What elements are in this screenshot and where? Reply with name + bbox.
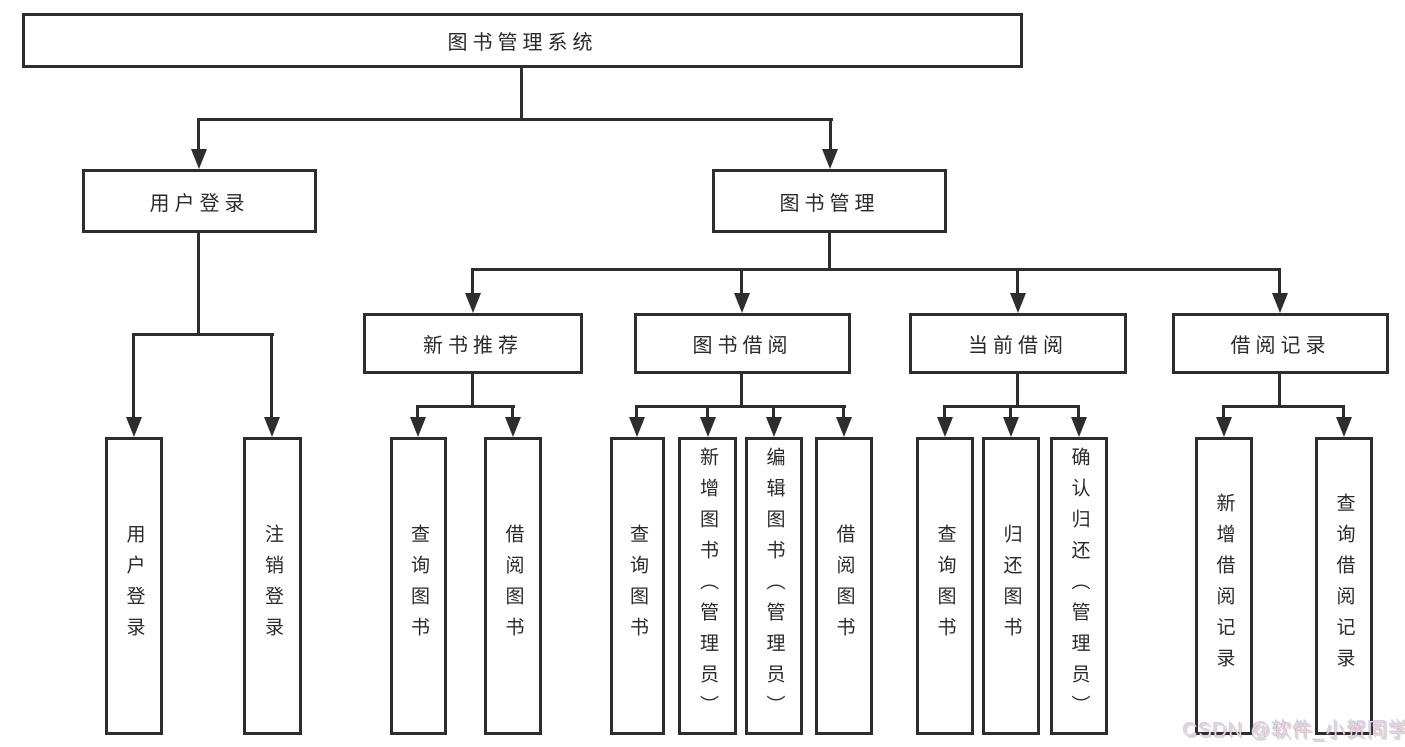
connector-line bbox=[132, 333, 274, 336]
connector-line bbox=[416, 405, 515, 408]
arrow-down-icon bbox=[1336, 417, 1352, 437]
arrow-down-icon bbox=[126, 417, 142, 437]
connector-line bbox=[829, 118, 832, 152]
node-user-login-label: 用户登录 bbox=[149, 192, 250, 215]
leaf-logout: 注销登录 bbox=[243, 437, 302, 735]
connector-line bbox=[197, 118, 200, 152]
leaf-query-books-current: 查询图书 bbox=[916, 437, 974, 735]
arrow-down-icon bbox=[700, 417, 716, 437]
connector-line bbox=[1009, 405, 1012, 419]
connector-line bbox=[635, 405, 638, 419]
connector-line bbox=[416, 405, 419, 419]
connector-line bbox=[471, 374, 474, 408]
arrow-down-icon bbox=[1272, 293, 1288, 313]
arrow-down-icon bbox=[264, 417, 280, 437]
arrow-down-icon bbox=[629, 417, 645, 437]
leaf-edit-books-admin: 编辑图书（管理员） bbox=[745, 437, 803, 735]
arrow-down-icon bbox=[410, 417, 426, 437]
node-book-borrowing: 图书借阅 bbox=[634, 313, 851, 374]
leaf-logout-label: 注销登录 bbox=[262, 524, 283, 648]
connector-line bbox=[740, 374, 743, 408]
leaf-return-books: 归还图书 bbox=[982, 437, 1040, 735]
leaf-confirm-return-admin-label: 确认归还（管理员） bbox=[1068, 446, 1090, 726]
connector-line bbox=[1222, 405, 1225, 419]
arrow-down-icon bbox=[836, 417, 852, 437]
leaf-query-books-current-label: 查询图书 bbox=[934, 524, 956, 648]
leaf-add-books-admin-label: 新增图书（管理员） bbox=[697, 446, 718, 726]
leaf-edit-books-admin-label: 编辑图书（管理员） bbox=[763, 446, 785, 726]
leaf-confirm-return-admin: 确认归还（管理员） bbox=[1050, 437, 1108, 735]
connector-line bbox=[1278, 374, 1281, 408]
leaf-query-borrow-record: 查询借阅记录 bbox=[1315, 437, 1373, 735]
arrow-down-icon bbox=[734, 293, 750, 313]
connector-line bbox=[740, 268, 743, 296]
arrow-down-icon bbox=[1216, 417, 1232, 437]
connector-line bbox=[471, 268, 474, 296]
arrow-down-icon bbox=[1071, 417, 1087, 437]
connector-line bbox=[520, 68, 523, 120]
leaf-add-borrow-record-label: 新增借阅记录 bbox=[1213, 493, 1235, 679]
leaf-query-books-recommend-label: 查询图书 bbox=[408, 524, 429, 648]
connector-line bbox=[197, 118, 833, 121]
connector-line bbox=[471, 268, 1281, 271]
leaf-add-books-admin: 新增图书（管理员） bbox=[678, 437, 737, 735]
arrow-down-icon bbox=[766, 417, 782, 437]
leaf-borrow-books-recommend: 借阅图书 bbox=[484, 437, 542, 735]
node-new-book-recommend-label: 新书推荐 bbox=[423, 335, 523, 357]
connector-line bbox=[1222, 405, 1345, 408]
watermark: CSDN @软件_小贺同学 bbox=[1183, 720, 1405, 742]
node-borrowing-records-label: 借阅记录 bbox=[1230, 335, 1331, 357]
connector-line bbox=[270, 333, 273, 419]
connector-line bbox=[772, 405, 775, 419]
leaf-query-books-borrowing-label: 查询图书 bbox=[627, 524, 648, 648]
arrow-down-icon bbox=[822, 149, 838, 169]
arrow-down-icon bbox=[191, 149, 207, 169]
node-current-borrowing-label: 当前借阅 bbox=[968, 335, 1068, 357]
leaf-add-borrow-record: 新增借阅记录 bbox=[1195, 437, 1253, 735]
arrow-down-icon bbox=[937, 417, 953, 437]
leaf-borrow-books-borrowing: 借阅图书 bbox=[815, 437, 873, 735]
connector-line bbox=[1016, 268, 1019, 296]
connector-line bbox=[511, 405, 514, 419]
connector-line bbox=[706, 405, 709, 419]
leaf-borrow-books-recommend-label: 借阅图书 bbox=[502, 524, 524, 648]
connector-line bbox=[1016, 374, 1019, 408]
arrow-down-icon bbox=[1003, 417, 1019, 437]
arrow-down-icon bbox=[465, 293, 481, 313]
connector-line bbox=[1077, 405, 1080, 419]
connector-line bbox=[635, 405, 846, 408]
leaf-query-books-recommend: 查询图书 bbox=[390, 437, 447, 735]
connector-line bbox=[943, 405, 946, 419]
leaf-borrow-books-borrowing-label: 借阅图书 bbox=[833, 524, 855, 648]
node-root: 图书管理系统 bbox=[22, 13, 1023, 68]
connector-line bbox=[1278, 268, 1281, 296]
leaf-return-books-label: 归还图书 bbox=[1000, 524, 1022, 648]
node-book-management: 图书管理 bbox=[712, 169, 947, 233]
connector-line bbox=[132, 333, 135, 419]
arrow-down-icon bbox=[1010, 293, 1026, 313]
connector-line bbox=[1342, 405, 1345, 419]
node-root-label: 图书管理系统 bbox=[447, 32, 598, 54]
connector-line bbox=[842, 405, 845, 419]
leaf-user-login: 用户登录 bbox=[105, 437, 163, 735]
node-book-borrowing-label: 图书借阅 bbox=[692, 335, 793, 357]
node-borrowing-records: 借阅记录 bbox=[1172, 313, 1389, 374]
leaf-query-borrow-record-label: 查询借阅记录 bbox=[1333, 493, 1355, 679]
connector-line bbox=[197, 233, 200, 336]
node-current-borrowing: 当前借阅 bbox=[909, 313, 1127, 374]
node-new-book-recommend: 新书推荐 bbox=[363, 313, 583, 374]
node-book-management-label: 图书管理 bbox=[779, 192, 880, 215]
arrow-down-icon bbox=[505, 417, 521, 437]
leaf-user-login-label: 用户登录 bbox=[123, 524, 145, 648]
node-user-login: 用户登录 bbox=[82, 169, 317, 233]
leaf-query-books-borrowing: 查询图书 bbox=[610, 437, 665, 735]
connector-line bbox=[828, 233, 831, 271]
